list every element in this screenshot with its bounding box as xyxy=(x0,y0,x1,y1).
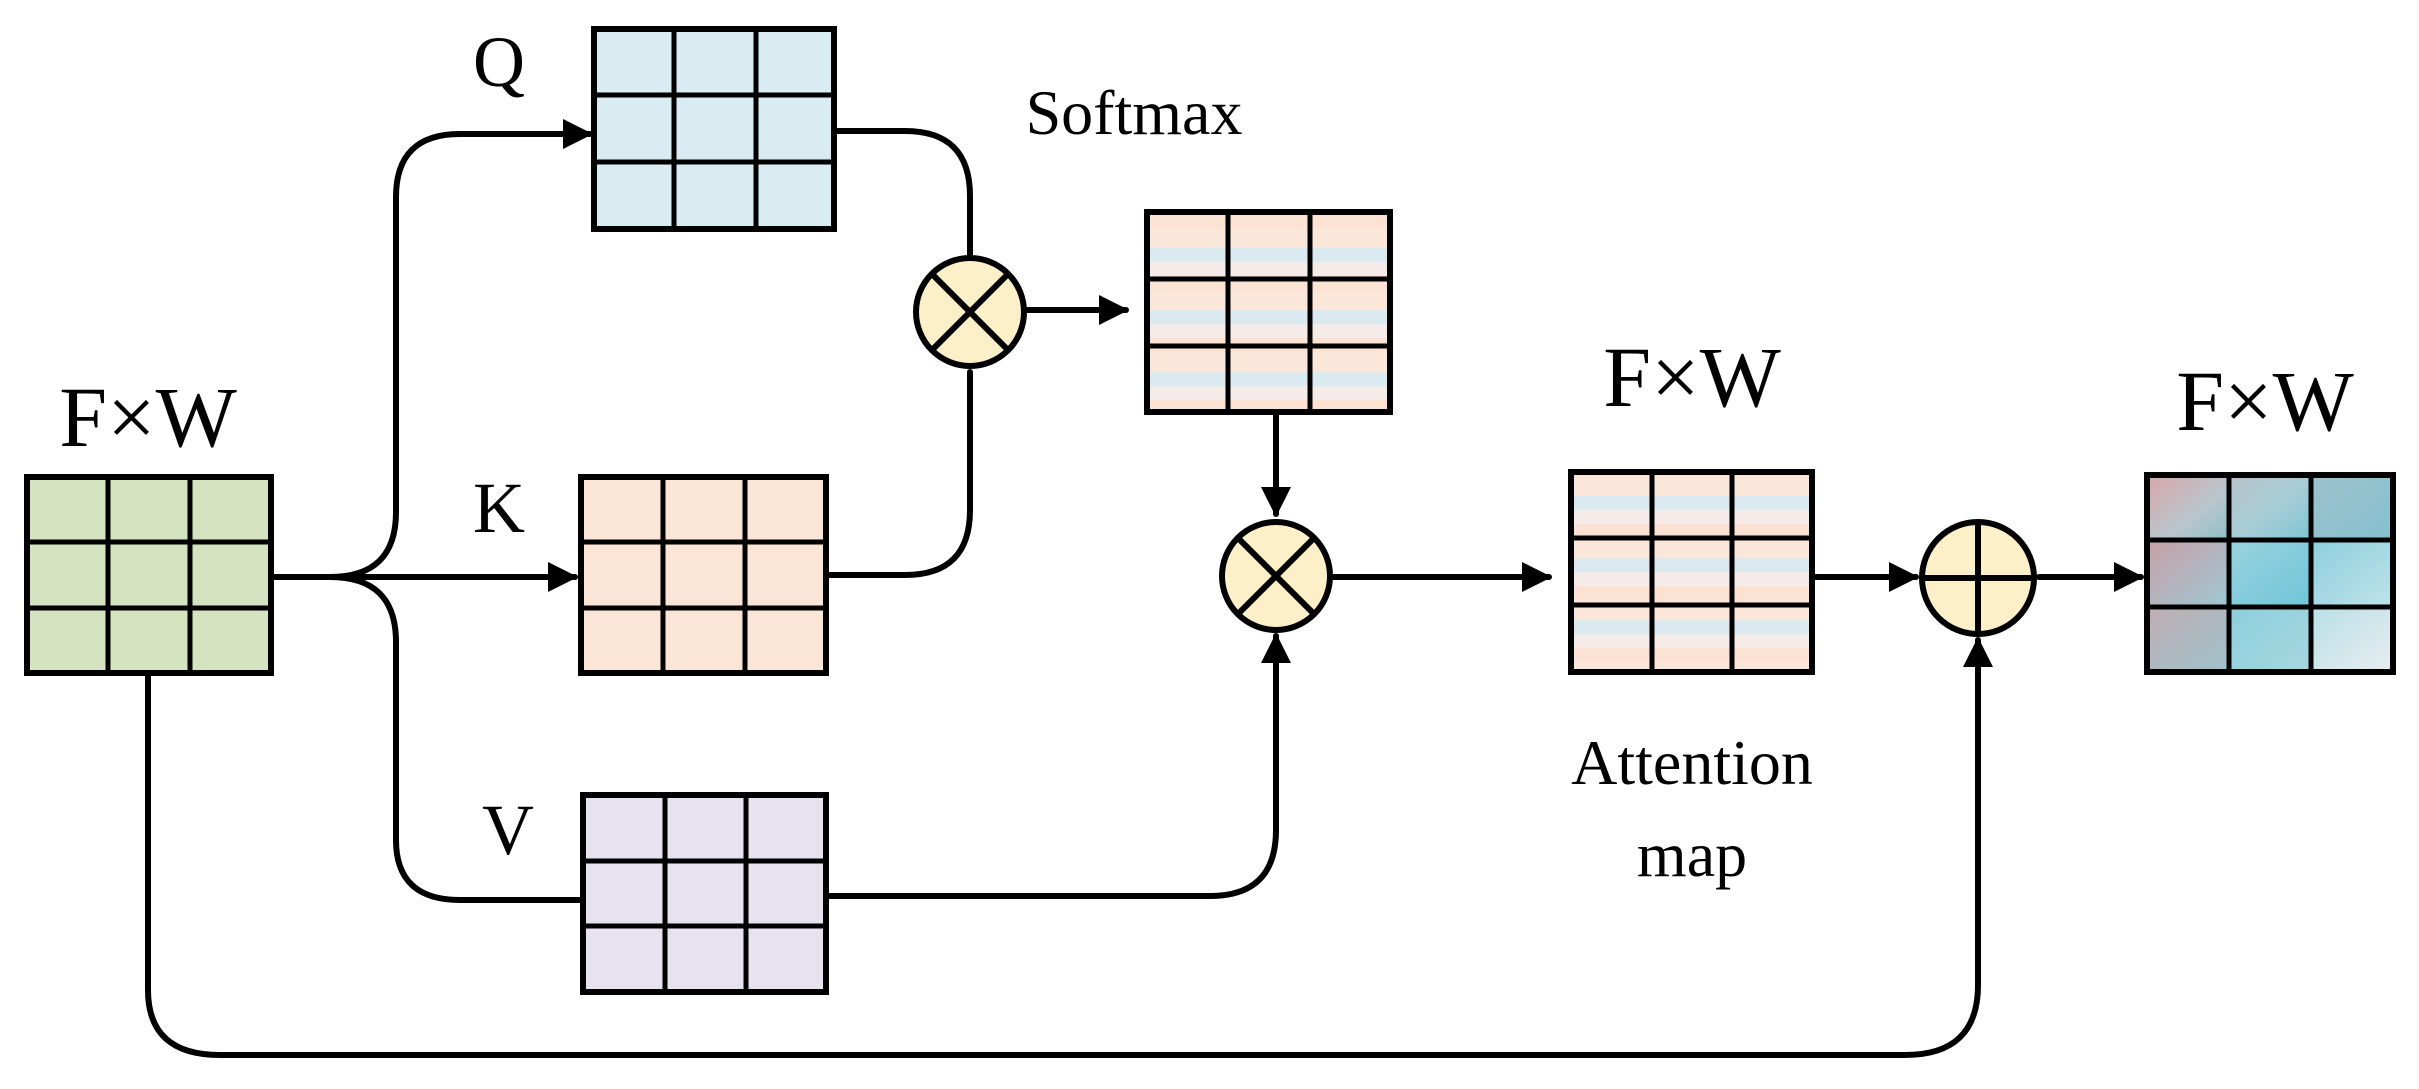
input-dim-label: F×W xyxy=(59,369,237,465)
value-matrix xyxy=(580,792,829,995)
key-matrix xyxy=(578,474,829,676)
query-matrix xyxy=(591,26,837,232)
wire-input-to-value xyxy=(327,574,586,903)
output-matrix xyxy=(2144,472,2396,675)
attention-map-fill xyxy=(1568,469,1815,675)
wire-key-to-multiply xyxy=(826,369,973,578)
value-label: V xyxy=(482,790,534,870)
multiply-operator-v xyxy=(1219,519,1333,633)
wire-input-to-query xyxy=(272,119,593,580)
value-matrix-fill xyxy=(580,792,829,995)
add-operator xyxy=(1919,519,2037,637)
wire-value-to-multiply xyxy=(824,633,1291,899)
attention-map-matrix xyxy=(1568,469,1815,675)
attention-map-label-line2: map xyxy=(1637,819,1747,890)
attention-dim-label: F×W xyxy=(1603,329,1781,425)
query-matrix-fill xyxy=(591,26,837,232)
connections xyxy=(145,119,2144,1058)
softmax-matrix-fill xyxy=(1144,209,1393,415)
softmax-matrix xyxy=(1144,209,1393,415)
key-label: K xyxy=(473,468,525,548)
attention-map-label-line1: Attention xyxy=(1571,727,1813,798)
multiply-operator-qk xyxy=(913,255,1027,369)
query-label: Q xyxy=(473,22,525,102)
key-matrix-fill xyxy=(578,474,829,676)
output-matrix-border xyxy=(2144,472,2396,675)
output-dim-label: F×W xyxy=(2176,353,2354,449)
input-matrix-fill xyxy=(24,474,274,676)
softmax-label: Softmax xyxy=(1026,77,1243,148)
wire-query-to-multiply xyxy=(831,128,973,258)
wire-residual xyxy=(145,637,1993,1058)
input-matrix xyxy=(24,474,274,676)
